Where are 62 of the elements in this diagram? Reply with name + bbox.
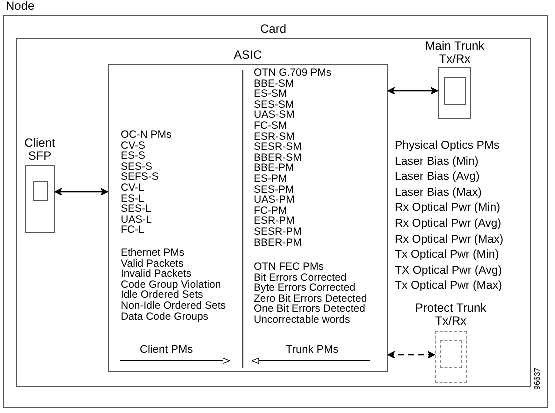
list-item: SES-L [121,204,152,215]
list-item: ES-L [121,194,144,204]
list-item: BBE-SM [254,78,294,90]
node-title: Card [259,23,288,37]
list-item: UAS-SM [254,110,295,121]
list-item: Idle Ordered Sets [121,290,204,301]
list-item: Valid Packets [121,258,184,270]
list-item: UAS-L [121,214,152,226]
list-item: SESR-SM [254,142,302,153]
list-item: ES-PM [254,174,288,185]
list-item: Uncorrectable words [254,315,350,326]
list-item: SEFS-S [121,172,159,183]
list-heading: Physical Optics PMs [395,139,500,154]
list-item: TX Optical Pwr (Avg) [395,264,502,279]
list-item: Rx Optical Pwr (Min) [395,201,500,216]
list-item: ESR-SM [254,132,295,142]
list-item: FC-SM [254,121,288,132]
list-item: FC-PM [254,206,288,216]
list-item: UAS-PM [254,195,295,206]
list-item: SES-SM [254,100,294,110]
figure-number: 96637 [533,368,543,390]
list-item: ES-S [121,151,146,162]
list-item: Tx Optical Pwr (Max) [395,279,502,294]
list-item: BBER-SM [254,152,302,164]
list-item: One Bit Errors Detected [254,304,366,315]
node-title: ASIC [232,49,263,63]
list-item: CV-L [121,183,144,194]
list-item: BBE-PM [254,163,294,174]
node-title: Node [6,0,36,14]
list-item: Laser Bias (Avg) [395,170,480,186]
list-item: BBER-PM [254,238,302,248]
list-item: FC-L [121,225,144,236]
list-heading: OTN FEC PMs [254,262,324,273]
list-item: ESR-PM [254,216,295,227]
list-heading: OTN G.709 PMs [254,68,332,79]
list-item: Zero Bit Errors Detected [254,294,368,304]
list-item: Bit Errors Corrected [254,272,347,284]
node-title: Protect Trunk Tx/Rx [414,302,488,330]
arrow-label: Client PMs [140,344,194,356]
list-item: Laser Bias (Min) [395,154,479,170]
list-item: Data Code Groups [121,312,209,322]
list-item: CV-S [121,140,146,152]
arrow [54,188,108,196]
arrow [388,351,436,359]
arrow [388,87,438,95]
list-heading: Ethernet PMs [121,248,185,259]
list-heading: OC-N PMs [121,130,172,141]
list-item: SES-S [121,162,153,172]
list-item: Byte Errors Corrected [254,283,356,294]
list-item: Rx Optical Pwr (Max) [395,232,504,248]
list-item: SES-PM [254,184,294,196]
node-title: Main Trunk Tx/Rx [424,40,486,67]
list-item: Non-Idle Ordered Sets [121,301,226,312]
list-item: SESR-PM [254,227,302,238]
arrow-label: Trunk PMs [286,344,339,356]
node-title: Client SFP [24,137,56,164]
list-item: Rx Optical Pwr (Avg) [395,217,502,232]
list-item: Laser Bias (Max) [395,186,482,201]
list-item: Code Group Violation [121,280,222,290]
list-item: Invalid Packets [121,269,192,280]
list-item: ES-SM [254,89,288,100]
list-item: Tx Optical Pwr (Min) [395,248,500,264]
